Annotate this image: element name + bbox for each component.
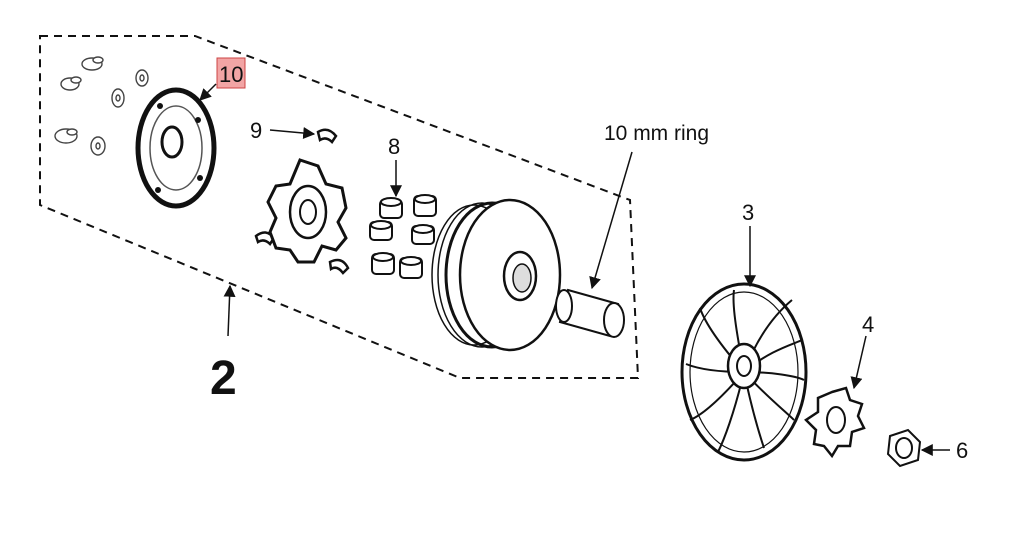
callout-rollers: 8	[388, 134, 400, 159]
ring-note-label: 10 mm ring	[604, 122, 709, 145]
ramp-plate-part	[135, 87, 217, 209]
starter-plate-part	[804, 386, 866, 459]
rollers-part	[369, 194, 437, 279]
leader-arrows	[199, 83, 950, 456]
callout-ramp-plate: 10	[219, 62, 243, 87]
callout-starter-plate: 4	[862, 312, 874, 337]
slider-guides-part	[254, 128, 350, 275]
fan-pulley-part	[680, 282, 808, 462]
assembly-boundary	[39, 35, 640, 379]
variator-hub-part	[266, 158, 348, 264]
nut-part	[886, 428, 922, 468]
hardware-cluster-icon	[54, 56, 149, 156]
ring-sleeve-part	[555, 288, 625, 338]
highlight-box	[216, 57, 246, 89]
callout-fan-pulley: 3	[742, 200, 754, 225]
drive-face-part	[431, 198, 562, 352]
callout-nut: 6	[956, 438, 968, 463]
callout-assembly: 2	[210, 352, 237, 405]
callout-slider-guides: 9	[250, 118, 262, 143]
